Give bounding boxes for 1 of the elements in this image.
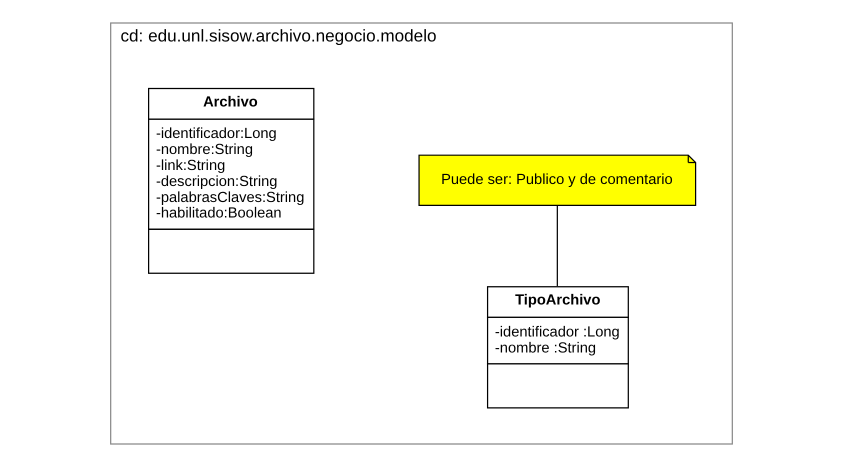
connector — [556, 206, 558, 286]
